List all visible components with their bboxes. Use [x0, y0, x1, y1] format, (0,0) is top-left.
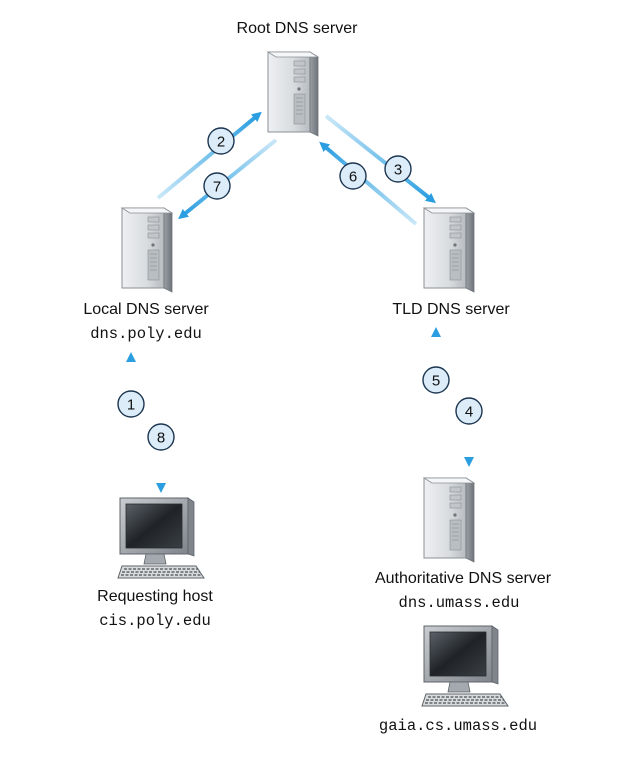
- svg-text:1: 1: [127, 397, 135, 414]
- svg-text:3: 3: [394, 162, 402, 179]
- tld-dns-server-label: TLD DNS server: [392, 301, 510, 318]
- svg-text:5: 5: [432, 373, 440, 390]
- svg-text:7: 7: [213, 179, 221, 196]
- tld-dns-server-icon: [423, 207, 475, 293]
- requesting-host-computer-icon: [117, 497, 205, 579]
- step-badge-5: 5: [422, 366, 450, 394]
- authoritative-dns-server-label: Authoritative DNS server: [374, 570, 552, 587]
- arrow-step-2: [156, 111, 262, 200]
- svg-text:8: 8: [157, 430, 165, 447]
- arrow-step-6: [319, 141, 418, 226]
- step-badge-7: 7: [203, 172, 231, 200]
- root-dns-server-label: Root DNS server: [236, 20, 358, 37]
- step-badge-3: 3: [384, 155, 412, 183]
- arrow-step-3: [324, 114, 436, 204]
- step-badge-1: 1: [117, 390, 145, 418]
- step-badge-4: 4: [455, 397, 483, 425]
- requesting-host-label: Requesting host: [97, 588, 213, 605]
- arrow-step-7: [178, 138, 278, 220]
- step-badge-2: 2: [207, 127, 235, 155]
- target-host-computer-icon: [421, 625, 509, 707]
- svg-text:4: 4: [465, 404, 473, 421]
- local-dns-server-label: Local DNS server: [83, 301, 209, 318]
- root-dns-server-icon: [267, 51, 319, 137]
- svg-text:6: 6: [349, 169, 357, 186]
- step-badge-8: 8: [147, 423, 175, 451]
- step-badge-6: 6: [339, 162, 367, 190]
- requesting-host-hostname: cis.poly.edu: [99, 612, 211, 630]
- authoritative-dns-server-hostname: dns.umass.edu: [398, 594, 520, 612]
- local-dns-server-hostname: dns.poly.edu: [90, 325, 202, 343]
- authoritative-dns-server-icon: [423, 477, 475, 563]
- local-dns-server-icon: [121, 207, 173, 293]
- target-host-hostname: gaia.cs.umass.edu: [378, 717, 538, 735]
- svg-text:2: 2: [217, 134, 225, 151]
